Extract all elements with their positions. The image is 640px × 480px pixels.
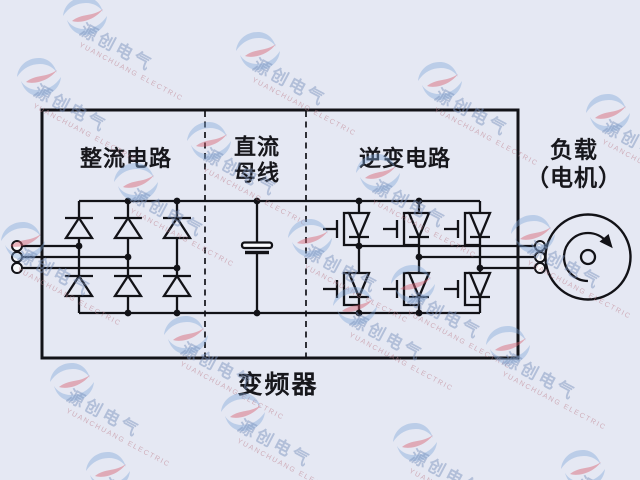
junction-dot: [415, 309, 423, 317]
igbt-upper-diode: [407, 211, 431, 240]
motor-rotation-arc: [562, 231, 614, 283]
rectifier-diode-upper: [63, 215, 95, 240]
input-terminal-2: [11, 251, 23, 263]
motor-terminal-1: [534, 240, 546, 252]
igbt-lower-body: [342, 271, 359, 307]
igbt-lower-diode: [407, 271, 431, 300]
junction-dot: [173, 309, 181, 317]
junction-dot: [355, 197, 363, 205]
label-load-line2: （电机）: [526, 164, 622, 190]
label-inverter-section: 逆变电路: [358, 145, 452, 171]
motor-terminal-3: [534, 262, 546, 274]
igbt-lower-diode: [468, 271, 492, 300]
junction-dot: [124, 197, 132, 205]
igbt-lower-body: [402, 271, 419, 307]
junction-dot: [124, 309, 132, 317]
capacitor-plate-top: [240, 241, 274, 250]
label-load-motor: 负载 （电机）: [526, 136, 622, 191]
rectifier-diode-upper: [112, 215, 144, 240]
igbt-upper-diode: [347, 211, 371, 240]
junction-dot: [173, 264, 181, 272]
label-dc-bus-line1: 直流: [233, 134, 281, 160]
input-terminal-1: [11, 240, 23, 252]
junction-dot: [124, 253, 132, 261]
rectifier-diode-upper: [161, 215, 193, 240]
capacitor-plate-bottom: [245, 250, 269, 255]
input-terminal-3: [11, 262, 23, 274]
rectifier-diode-lower: [161, 273, 193, 298]
junction-dot: [75, 242, 83, 250]
igbt-upper-diode: [468, 211, 492, 240]
junction-dot: [253, 197, 261, 205]
label-frequency-converter: 变频器: [237, 371, 319, 399]
label-dc-bus-line2: 母线: [233, 161, 281, 186]
rectifier-diode-lower: [63, 273, 95, 298]
motor-rotation-arrowhead: [599, 233, 613, 249]
motor-shaft: [579, 248, 597, 266]
junction-dot: [173, 197, 181, 205]
rectifier-diode-lower: [112, 273, 144, 298]
junction-dot: [253, 309, 261, 317]
junction-dot: [415, 197, 423, 205]
igbt-lower-diode: [347, 271, 371, 300]
label-dc-bus-section: 直流 母线: [234, 135, 280, 188]
igbt-upper-body: [342, 211, 359, 247]
motor-body: [544, 213, 632, 301]
igbt-lower-body: [463, 271, 480, 307]
motor-terminal-2: [534, 251, 546, 263]
label-rectifier-section: 整流电路: [79, 145, 173, 171]
label-load-line1: 负载: [550, 136, 598, 163]
converter-box-outline: [40, 108, 520, 360]
junction-dot: [355, 309, 363, 317]
